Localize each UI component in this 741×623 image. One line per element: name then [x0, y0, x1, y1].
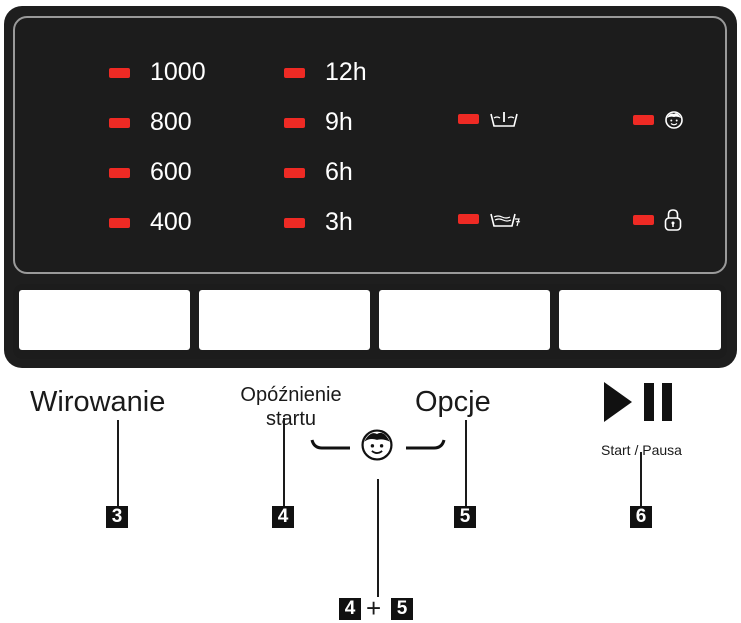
- led: [284, 167, 305, 178]
- door-lock-indicator: [633, 208, 682, 232]
- spin-600-indicator: 600: [109, 160, 192, 185]
- prewash-icon: [489, 110, 519, 128]
- callout-line-start: [640, 452, 642, 510]
- callout-plus: +: [366, 593, 382, 623]
- start-pause-label: Start / Pausa: [601, 442, 682, 458]
- led: [109, 117, 130, 128]
- led: [633, 215, 654, 225]
- play-pause-icon: [602, 380, 682, 424]
- child-face-icon: [360, 428, 394, 462]
- spin-button[interactable]: [19, 290, 190, 350]
- child-lock-indicator: [633, 110, 684, 130]
- callout-line-spin: [117, 420, 119, 508]
- spin-600-label: 600: [150, 158, 192, 186]
- callout-5: 5: [454, 506, 476, 528]
- options-button[interactable]: [379, 290, 550, 350]
- delay-12h-indicator: 12h: [284, 60, 367, 85]
- delay-start-button[interactable]: [199, 290, 370, 350]
- callout-4: 4: [272, 506, 294, 528]
- door-lock-icon: [664, 208, 682, 232]
- delay-9h-label: 9h: [325, 108, 353, 136]
- intensive-wash-indicator: [458, 210, 523, 228]
- callout-combo-5: 5: [391, 598, 413, 620]
- indicator-display: 1000 800 600 400 12h 9h 6h 3h: [13, 16, 727, 274]
- led: [109, 217, 130, 228]
- spin-1000-label: 1000: [150, 58, 206, 86]
- led: [284, 67, 305, 78]
- spin-400-indicator: 400: [109, 210, 192, 235]
- led: [633, 115, 654, 125]
- callout-3: 3: [106, 506, 128, 528]
- led: [284, 117, 305, 128]
- spin-800-indicator: 800: [109, 110, 192, 135]
- button-row: [13, 284, 727, 359]
- callout-6: 6: [630, 506, 652, 528]
- delay-3h-label: 3h: [325, 208, 353, 236]
- delay-start-label-line2: startu: [265, 408, 317, 430]
- spin-label: Wirowanie: [30, 386, 166, 418]
- delay-start-label-line1: Opóźnienie: [240, 384, 342, 406]
- callout-line-options: [465, 420, 467, 508]
- delay-6h-indicator: 6h: [284, 160, 353, 185]
- delay-6h-label: 6h: [325, 158, 353, 186]
- delay-9h-indicator: 9h: [284, 110, 353, 135]
- child-face-icon: [664, 110, 684, 130]
- delay-start-label: Opóźnienie startu: [210, 383, 372, 431]
- delay-3h-indicator: 3h: [284, 210, 353, 235]
- spin-800-label: 800: [150, 108, 192, 136]
- callout-combo-4: 4: [339, 598, 361, 620]
- led: [109, 67, 130, 78]
- options-label: Opcje: [415, 386, 491, 418]
- spin-1000-indicator: 1000: [109, 60, 206, 85]
- led: [458, 214, 479, 224]
- led: [458, 114, 479, 124]
- intensive-wash-icon: [489, 210, 523, 228]
- spin-400-label: 400: [150, 208, 192, 236]
- callout-line-combo: [377, 479, 379, 597]
- callout-line-delay: [283, 418, 285, 508]
- prewash-indicator: [458, 110, 519, 128]
- delay-12h-label: 12h: [325, 58, 367, 86]
- led: [284, 217, 305, 228]
- led: [109, 167, 130, 178]
- combo-bracket: [310, 420, 446, 470]
- start-pause-button[interactable]: [559, 290, 721, 350]
- control-panel: 1000 800 600 400 12h 9h 6h 3h: [4, 6, 737, 368]
